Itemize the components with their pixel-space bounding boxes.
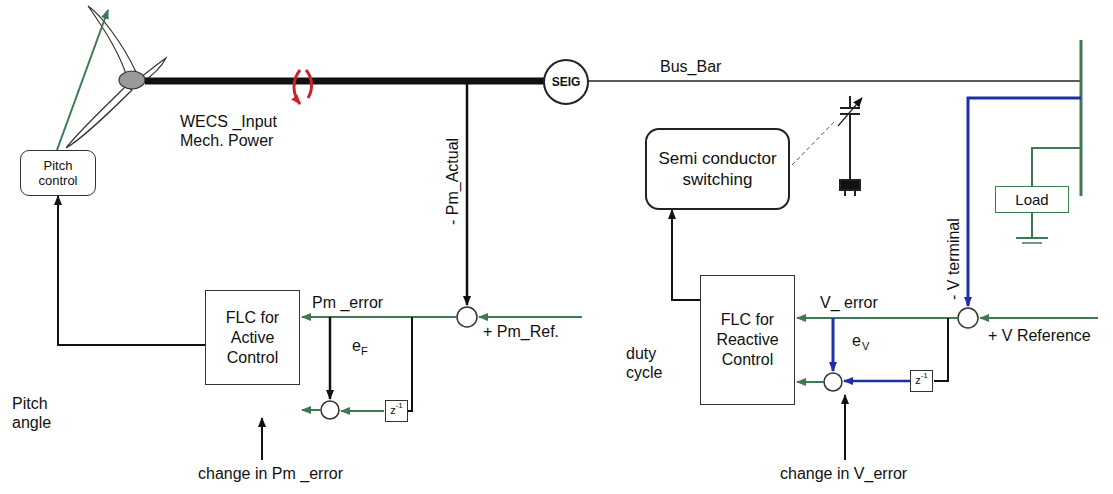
bus-label: Bus_Bar: [660, 57, 721, 76]
node-text: -1: [396, 402, 403, 410]
signal-label: - Pm_Actual: [443, 138, 462, 225]
node-text: Load: [1015, 191, 1048, 208]
delay-box: z-1: [385, 400, 408, 422]
node-text: Pitch control: [23, 158, 93, 188]
signal-label: e: [352, 336, 361, 355]
load-box: Load: [995, 186, 1069, 213]
signal-label: change in Pm _error: [198, 464, 343, 483]
node-text: Semi conductor switching: [651, 148, 784, 190]
generator-circle: SEIG: [543, 59, 589, 105]
pitch-control-box: Pitch control: [20, 150, 96, 196]
delay-box: z-1: [910, 370, 933, 392]
signal-label: + Pm_Ref.: [483, 322, 559, 341]
node-text: -1: [921, 372, 928, 380]
edge-label: duty cycle: [626, 344, 686, 382]
controller-box: FLC for Active Control: [205, 290, 300, 385]
node-text: z: [390, 404, 396, 416]
edge-label: Pitch angle: [12, 394, 74, 432]
variable-capacitor: [838, 96, 862, 196]
subscript: F: [361, 345, 368, 358]
signal-label: WECS _Input Mech. Power: [180, 112, 292, 150]
signal-label: change in V_error: [780, 464, 907, 483]
signal-label: - V terminal: [944, 218, 963, 300]
switching-box: Semi conductor switching: [645, 128, 790, 210]
signal-label: + V Reference: [988, 326, 1091, 345]
control-connector: [672, 210, 700, 300]
controller-box: FLC for Reactive Control: [700, 275, 795, 405]
node-text: FLC for Active Control: [210, 308, 295, 368]
node-text: FLC for Reactive Control: [705, 310, 790, 370]
node-text: SEIG: [552, 75, 581, 89]
signal-label: V_ error: [820, 293, 878, 312]
signal-label: e: [852, 331, 861, 350]
control-connector: [58, 196, 205, 345]
node-text: z: [915, 374, 921, 386]
subscript: V: [862, 340, 869, 353]
turbine: [66, 6, 166, 148]
signal-label: Pm _error: [312, 293, 383, 312]
